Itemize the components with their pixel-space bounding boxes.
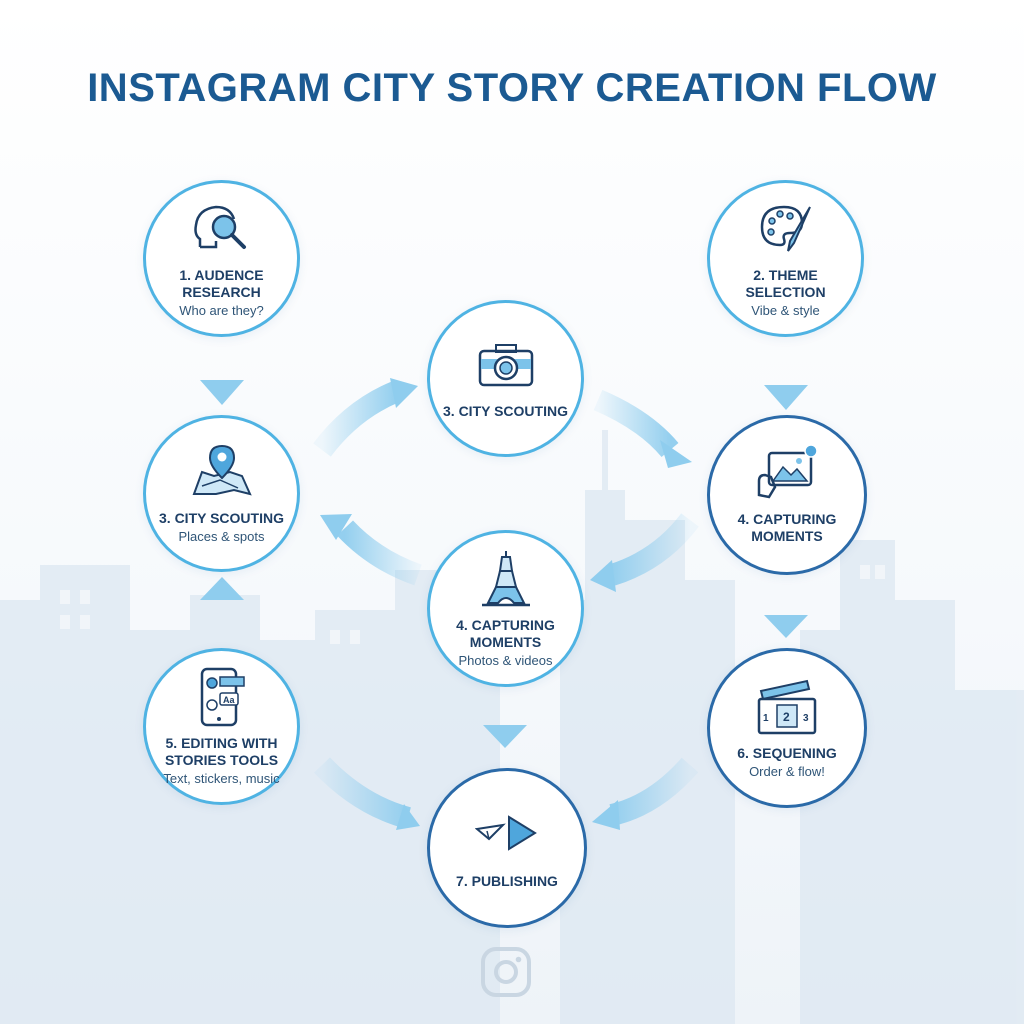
node-city-scouting-center: 3. CITY SCOUTING	[427, 300, 584, 457]
node-subtitle: Photos & videos	[458, 652, 553, 668]
node-capturing-moments-right: 4. CAPTURING MOMENTS	[707, 415, 867, 575]
node-label: 5. EDITING WITH STORIES TOOLS	[164, 734, 279, 768]
node-label: 3. CITY SCOUTING	[443, 403, 568, 419]
instagram-logo-icon	[481, 947, 531, 997]
camera-icon	[478, 344, 533, 387]
send-play-icon	[475, 814, 537, 851]
node-label: 1. AUDENCE RESEARCH	[179, 266, 264, 300]
map-pin-icon	[192, 444, 252, 496]
svg-text:3: 3	[803, 713, 809, 724]
node-subtitle: Places & spots	[178, 529, 265, 544]
node-publishing: 7. PUBLISHING	[427, 768, 587, 928]
arrow-capturing-to-center	[608, 513, 699, 586]
arrow-editing-to-publishing	[314, 757, 412, 829]
head-magnifier-icon	[193, 205, 246, 249]
node-subtitle: Text, stickers, music	[163, 770, 280, 786]
node-audience-research: 1. AUDENCE RESEARCH Who are they?	[143, 180, 300, 337]
node-label: 6. SEQUENING	[737, 744, 837, 761]
eiffel-tower-icon	[481, 550, 530, 606]
page-title: INSTAGRAM CITY STORY CREATION FLOW	[87, 66, 937, 110]
node-sequencing: 2 1 3 6. SEQUENING Order & flow!	[707, 648, 867, 808]
node-capturing-moments-center: 4. CAPTURING MOMENTS Photos & videos	[427, 530, 584, 687]
node-subtitle: Vibe & style	[751, 302, 820, 318]
phone-editing-icon: Aa	[200, 667, 245, 726]
arrow-center-scouting-to-capturing	[593, 389, 679, 458]
palette-brush-icon	[760, 205, 811, 252]
svg-text:2: 2	[783, 710, 790, 724]
arrow-to-center-scouting	[313, 381, 400, 457]
node-label: 7. PUBLISHING	[456, 872, 558, 889]
node-label: 2. THEME SELECTION	[745, 266, 826, 300]
arrow-sequencing-to-publishing	[609, 757, 699, 826]
svg-text:1: 1	[763, 713, 769, 724]
node-editing-stories-tools: Aa 5. EDITING WITH STORIES TOOLS Text, s…	[143, 648, 300, 805]
node-theme-selection: 2. THEME SELECTION Vibe & style	[707, 180, 864, 337]
arrow-center-to-left-scouting	[336, 520, 422, 586]
node-subtitle: Who are they?	[179, 302, 264, 318]
node-city-scouting-left: 3. CITY SCOUTING Places & spots	[143, 415, 300, 572]
node-label: 4. CAPTURING MOMENTS	[456, 616, 555, 650]
film-clapper-icon: 2 1 3	[757, 679, 817, 734]
node-subtitle: Order & flow!	[749, 763, 825, 779]
node-label: 3. CITY SCOUTING	[159, 510, 284, 526]
hand-photo-icon	[757, 444, 818, 499]
svg-text:Aa: Aa	[223, 695, 235, 705]
node-label: 4. CAPTURING MOMENTS	[737, 511, 837, 544]
